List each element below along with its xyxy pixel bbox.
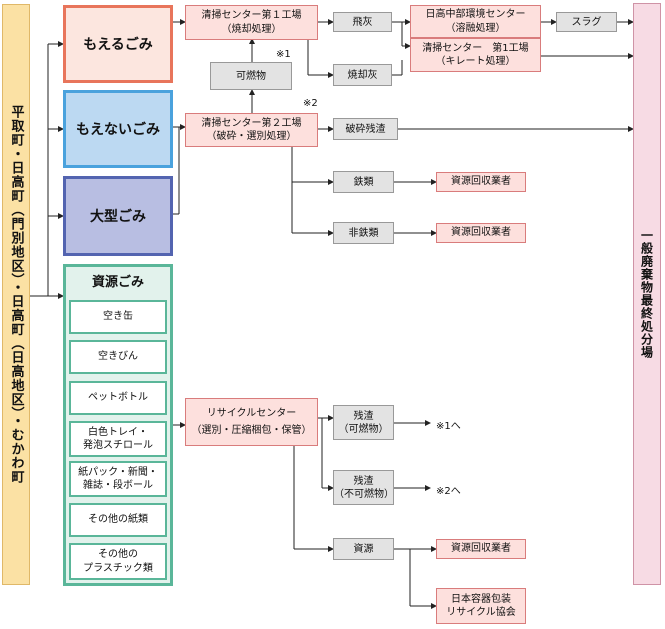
recycle-title: リサイクルセンター xyxy=(206,407,297,419)
kirate-subtitle: （キレート処理） xyxy=(435,56,516,67)
zansa-kanen-title: 残渣 xyxy=(353,410,374,422)
zansa-funen-title: 残渣 xyxy=(353,475,374,487)
shigen-item: 空き缶 xyxy=(69,300,167,334)
origin-label: 平取町・日高町（門別地区）・日高町（日高地区）・むかわ町 xyxy=(8,105,24,484)
hibai-box: 飛灰 xyxy=(333,12,392,32)
kirate-box: 清掃センター 第1工場 （キレート処理） xyxy=(410,38,541,72)
tetsu-box: 鉄類 xyxy=(333,171,394,193)
shigen-item: 空きびん xyxy=(69,340,167,374)
shigen-item-line1: ペットボトル xyxy=(88,392,148,404)
shigen-item-line1: 空きびん xyxy=(98,351,138,363)
shigen-item: 白色トレイ・ 発泡スチロール xyxy=(69,421,167,457)
hidaka-center-box: 日高中部環境センター （溶融処理） xyxy=(410,5,541,38)
shigen-box: 資源 xyxy=(333,538,394,560)
final-disposal-site: 一般廃棄物最終処分場 xyxy=(633,3,661,585)
category-shigen-label: 資源ごみ xyxy=(91,274,144,290)
recycle-subtitle: （選別・圧縮梱包・保管） xyxy=(191,425,312,436)
note-to-2: ※2へ xyxy=(436,486,461,497)
note-1: ※1 xyxy=(276,49,291,60)
center1-title: 清掃センター第１工場 xyxy=(201,10,302,21)
kirate-title: 清掃センター 第1工場 xyxy=(422,42,529,54)
center2-subtitle: （破砕・選別処理） xyxy=(206,131,297,142)
youki-title: 日本容器包装 xyxy=(451,593,511,605)
shigen-kaishu-box: 資源回収業者 xyxy=(436,539,526,559)
zansa-funen-box: 残渣 （不可燃物） xyxy=(333,470,394,505)
hidaka-title: 日高中部環境センター xyxy=(425,9,526,20)
shigen-item: 紙パック・新聞・ 雑誌・段ボール xyxy=(69,461,167,497)
center1-box: 清掃センター第１工場 （焼却処理） xyxy=(185,5,318,40)
shigen-item: ペットボトル xyxy=(69,381,167,415)
hitetsu-box: 非鉄類 xyxy=(333,222,394,244)
zansa-kanen-box: 残渣 （可燃物） xyxy=(333,405,394,440)
hasai-zansa-box: 破砕残渣 xyxy=(333,118,398,140)
kanenbutsu-box: 可燃物 xyxy=(210,62,292,90)
category-oogata-label: 大型ごみ xyxy=(90,209,146,225)
category-oogata: 大型ごみ xyxy=(63,176,173,256)
shigen-item-line1: 白色トレイ・ xyxy=(88,426,148,438)
shigen-item-line1: 空き缶 xyxy=(103,311,133,323)
note-to-1: ※1へ xyxy=(436,421,461,432)
zansa-funen-subtitle: （不可燃物） xyxy=(334,488,394,500)
shigen-item-line1: 紙パック・新聞・ xyxy=(78,466,158,478)
youki-kyokai-box: 日本容器包装 リサイクル協会 xyxy=(436,588,526,624)
recycle-center-box: リサイクルセンター （選別・圧縮梱包・保管） xyxy=(185,398,318,446)
category-moenai-label: もえないごみ xyxy=(76,122,160,138)
slag-box: スラグ xyxy=(556,12,617,32)
center2-box: 清掃センター第２工場 （破砕・選別処理） xyxy=(185,113,318,147)
category-moenai: もえないごみ xyxy=(63,90,173,168)
center2-title: 清掃センター第２工場 xyxy=(201,117,302,129)
origin-municipalities: 平取町・日高町（門別地区）・日高町（日高地区）・むかわ町 xyxy=(2,4,30,585)
shigen-item-line1: その他の紙類 xyxy=(88,514,148,526)
shigen-kaishu-box: 資源回収業者 xyxy=(436,172,526,192)
shigen-item: その他の プラスチック類 xyxy=(69,543,167,580)
shigen-kaishu-box: 資源回収業者 xyxy=(436,223,526,243)
zansa-kanen-subtitle: （可燃物） xyxy=(338,423,389,435)
center1-subtitle: （焼却処理） xyxy=(221,23,282,35)
hidaka-subtitle: （溶融処理） xyxy=(445,22,506,34)
category-moeru: もえるごみ xyxy=(63,5,173,83)
shigen-item: その他の紙類 xyxy=(69,503,167,537)
shigen-item-line2: プラスチック類 xyxy=(83,562,153,574)
shigen-item-line2: 発泡スチロール xyxy=(83,440,153,451)
shokyakubai-box: 焼却灰 xyxy=(333,64,392,86)
youki-subtitle: リサイクル協会 xyxy=(446,607,516,618)
shigen-item-line2: 雑誌・段ボール xyxy=(83,480,153,491)
final-label: 一般廃棄物最終処分場 xyxy=(639,229,654,359)
category-moeru-label: もえるごみ xyxy=(83,37,153,53)
shigen-item-line1: その他の xyxy=(98,549,138,560)
note-2: ※2 xyxy=(303,98,318,109)
